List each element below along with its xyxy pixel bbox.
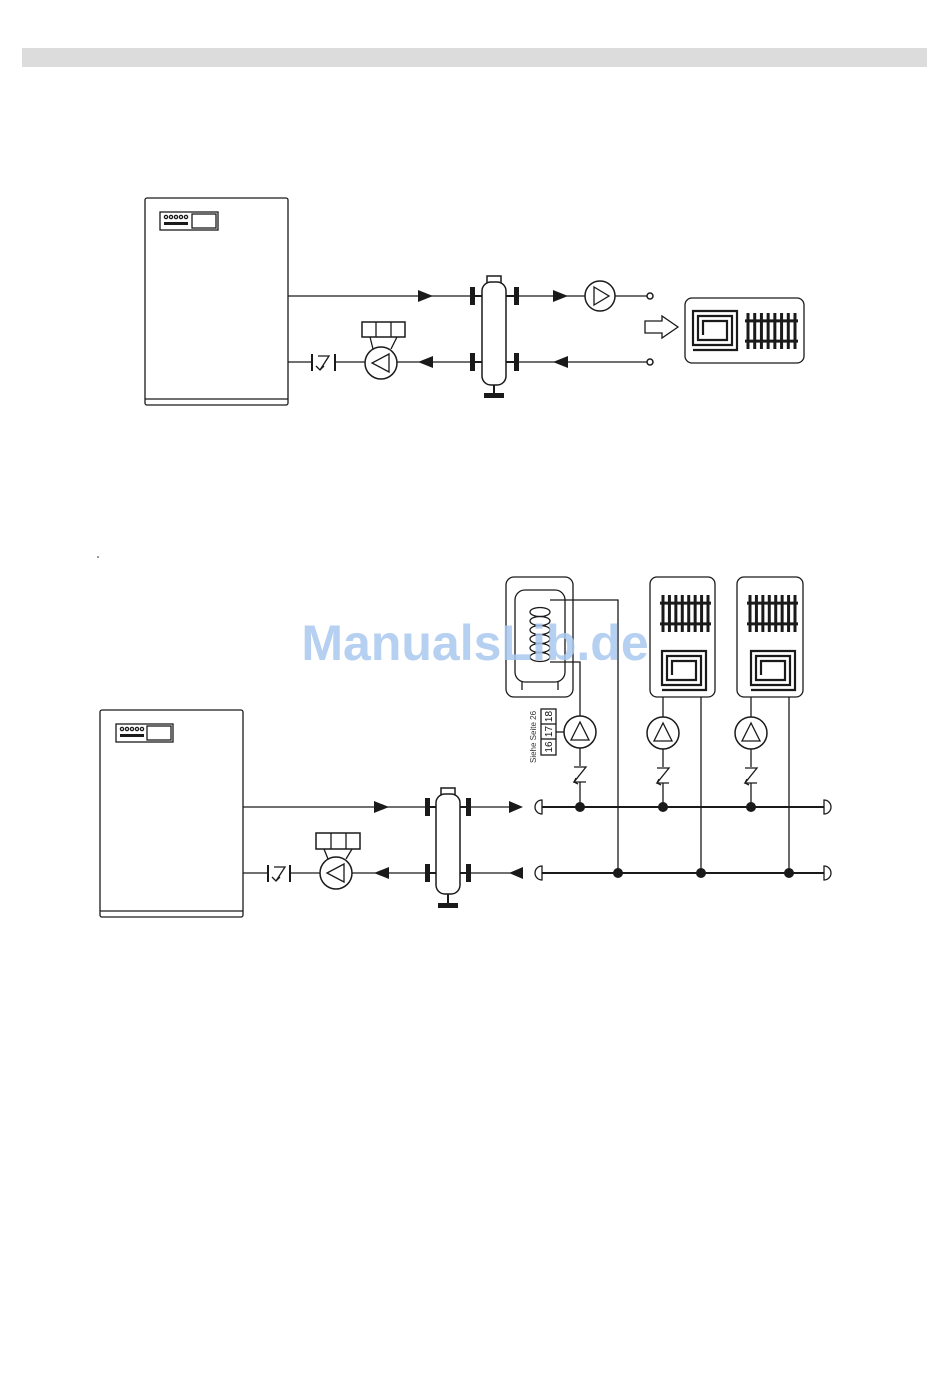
radiator-icon	[747, 595, 798, 632]
hydraulic-separator-icon	[425, 788, 471, 908]
pump-icon	[585, 281, 615, 311]
check-valve-icon	[574, 767, 586, 784]
hydraulic-separator-icon	[470, 276, 519, 398]
pipe-end-cap	[535, 866, 542, 880]
reference-note: Siehe Seite 26	[529, 710, 538, 763]
check-valve-icon	[268, 865, 290, 882]
floor-heating-icon	[662, 651, 706, 690]
check-valve-icon	[312, 354, 335, 371]
flow-arrow-right-icon	[509, 801, 523, 813]
watermark: ManualsLib.de	[301, 615, 648, 671]
diagram-1	[145, 198, 804, 405]
flow-arrow-right-icon	[418, 290, 433, 302]
pump-icon	[316, 833, 360, 889]
floor-heating-icon	[693, 311, 737, 350]
control-panel	[116, 724, 173, 742]
pipe-end-cap	[824, 800, 831, 814]
pump-icon	[735, 717, 767, 749]
boiler-icon	[100, 710, 243, 917]
radiator-icon	[660, 595, 711, 632]
check-valve-icon	[745, 768, 757, 785]
hollow-arrow-icon	[645, 316, 678, 338]
diagram-2: 18 17 16 Siehe Seite 26	[97, 556, 831, 917]
boiler-icon	[145, 198, 288, 405]
check-valve-icon	[657, 768, 669, 785]
flow-arrow-right-icon	[374, 801, 389, 813]
terminal-label-16: 16	[544, 741, 555, 753]
heating-circuit-box	[737, 577, 803, 697]
floor-heating-coil	[662, 651, 706, 690]
flow-arrow-left-icon	[418, 356, 433, 368]
floor-heating-coil	[751, 651, 795, 690]
flow-arrow-left-icon	[374, 867, 389, 879]
pipe-end-cap	[535, 800, 542, 814]
control-panel	[160, 212, 218, 230]
terminal-label-17: 17	[544, 726, 555, 738]
stray-dot	[97, 556, 99, 558]
pump-icon	[564, 716, 596, 748]
flow-arrow-left-icon	[553, 356, 568, 368]
floor-heating-coil	[693, 311, 737, 350]
pipe-end-cap	[824, 866, 831, 880]
heating-circuit-box	[685, 298, 804, 363]
floor-heating-icon	[751, 651, 795, 690]
radiator-icon	[745, 313, 798, 349]
terminal-block: 18 17 16	[541, 709, 564, 755]
connection-terminal	[647, 293, 653, 299]
heating-circuit-box	[650, 577, 715, 697]
pump-icon	[647, 717, 679, 749]
flow-arrow-right-icon	[553, 290, 568, 302]
terminal-label-18: 18	[544, 711, 555, 723]
pump-icon	[362, 322, 405, 379]
connection-terminal	[647, 359, 653, 365]
